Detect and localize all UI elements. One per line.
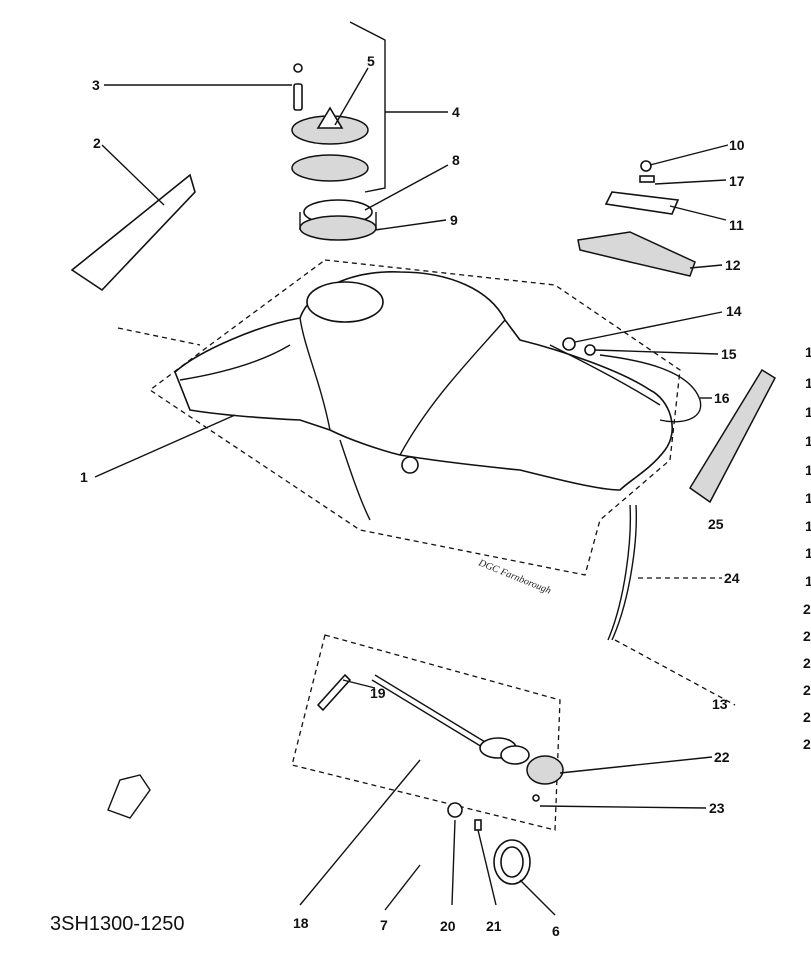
margin-number: 2: [803, 682, 811, 698]
margin-number: 1: [805, 573, 811, 589]
fuel-cap-assembly: [291, 63, 377, 241]
fuel-cock-assembly-outline: [291, 634, 561, 831]
callout-4: 4: [452, 104, 460, 120]
callout-8: 8: [452, 152, 460, 168]
drain-tube-edge: [611, 504, 637, 641]
callout-3: 3: [92, 77, 100, 93]
margin-number: 2: [803, 736, 811, 752]
tank-outline-extension: [117, 327, 201, 346]
callout-12: 12: [725, 257, 741, 273]
callout-5: 5: [367, 53, 375, 69]
margin-number-column: 1 1 1 1 1 1 1 1 1 2 2 2 2 2 2: [803, 344, 811, 752]
callout-7: 7: [380, 917, 388, 933]
drain-tube: [607, 504, 632, 641]
callout-10: 10: [729, 137, 745, 153]
margin-number: 2: [803, 655, 811, 671]
margin-number: 1: [805, 375, 811, 391]
callout-1: 1: [80, 469, 88, 485]
callout-labels: 1 2 3 4 5 6 7 8 9 10 11 12 13 14 15 16 1…: [80, 53, 745, 939]
margin-number: 1: [805, 490, 811, 506]
callout-18: 18: [293, 915, 309, 931]
callout-19: 19: [370, 685, 386, 701]
handwritten-note: DGC Farnborough: [476, 557, 553, 596]
margin-number: 1: [805, 545, 811, 561]
callout-13: 13: [712, 696, 728, 712]
margin-number: 1: [805, 344, 811, 360]
clip-13-leader-dash: [614, 639, 736, 706]
engine-logo-icon: [107, 774, 151, 819]
fuel-cock-parts: [316, 673, 564, 885]
callout-17: 17: [729, 173, 745, 189]
margin-number: 1: [805, 462, 811, 478]
part-code-label: 3SH1300-1250: [50, 913, 185, 935]
bracket-4: [349, 21, 386, 193]
callout-24: 24: [724, 570, 740, 586]
margin-number: 2: [803, 709, 811, 725]
callout-6: 6: [552, 923, 560, 939]
callout-20: 20: [440, 918, 456, 934]
callout-11: 11: [729, 217, 744, 233]
callout-23: 23: [709, 800, 725, 816]
callout-15: 15: [721, 346, 737, 362]
margin-number: 1: [805, 518, 811, 534]
callout-9: 9: [450, 212, 458, 228]
callout-21: 21: [486, 918, 502, 934]
tank-cover-plate: [70, 173, 196, 292]
tank-assembly-outline: [148, 259, 681, 576]
callout-22: 22: [714, 749, 730, 765]
callout-14: 14: [726, 303, 742, 319]
leader-lines: [94, 67, 729, 916]
callout-16: 16: [714, 390, 730, 406]
callout-25: 25: [708, 516, 724, 532]
fuel-tank: [174, 271, 674, 521]
margin-number: 2: [803, 628, 811, 644]
bracket-parts: [577, 160, 696, 277]
margin-number: 2: [803, 601, 811, 617]
callout-2: 2: [93, 135, 101, 151]
margin-number: 1: [805, 404, 811, 420]
margin-number: 1: [805, 433, 811, 449]
